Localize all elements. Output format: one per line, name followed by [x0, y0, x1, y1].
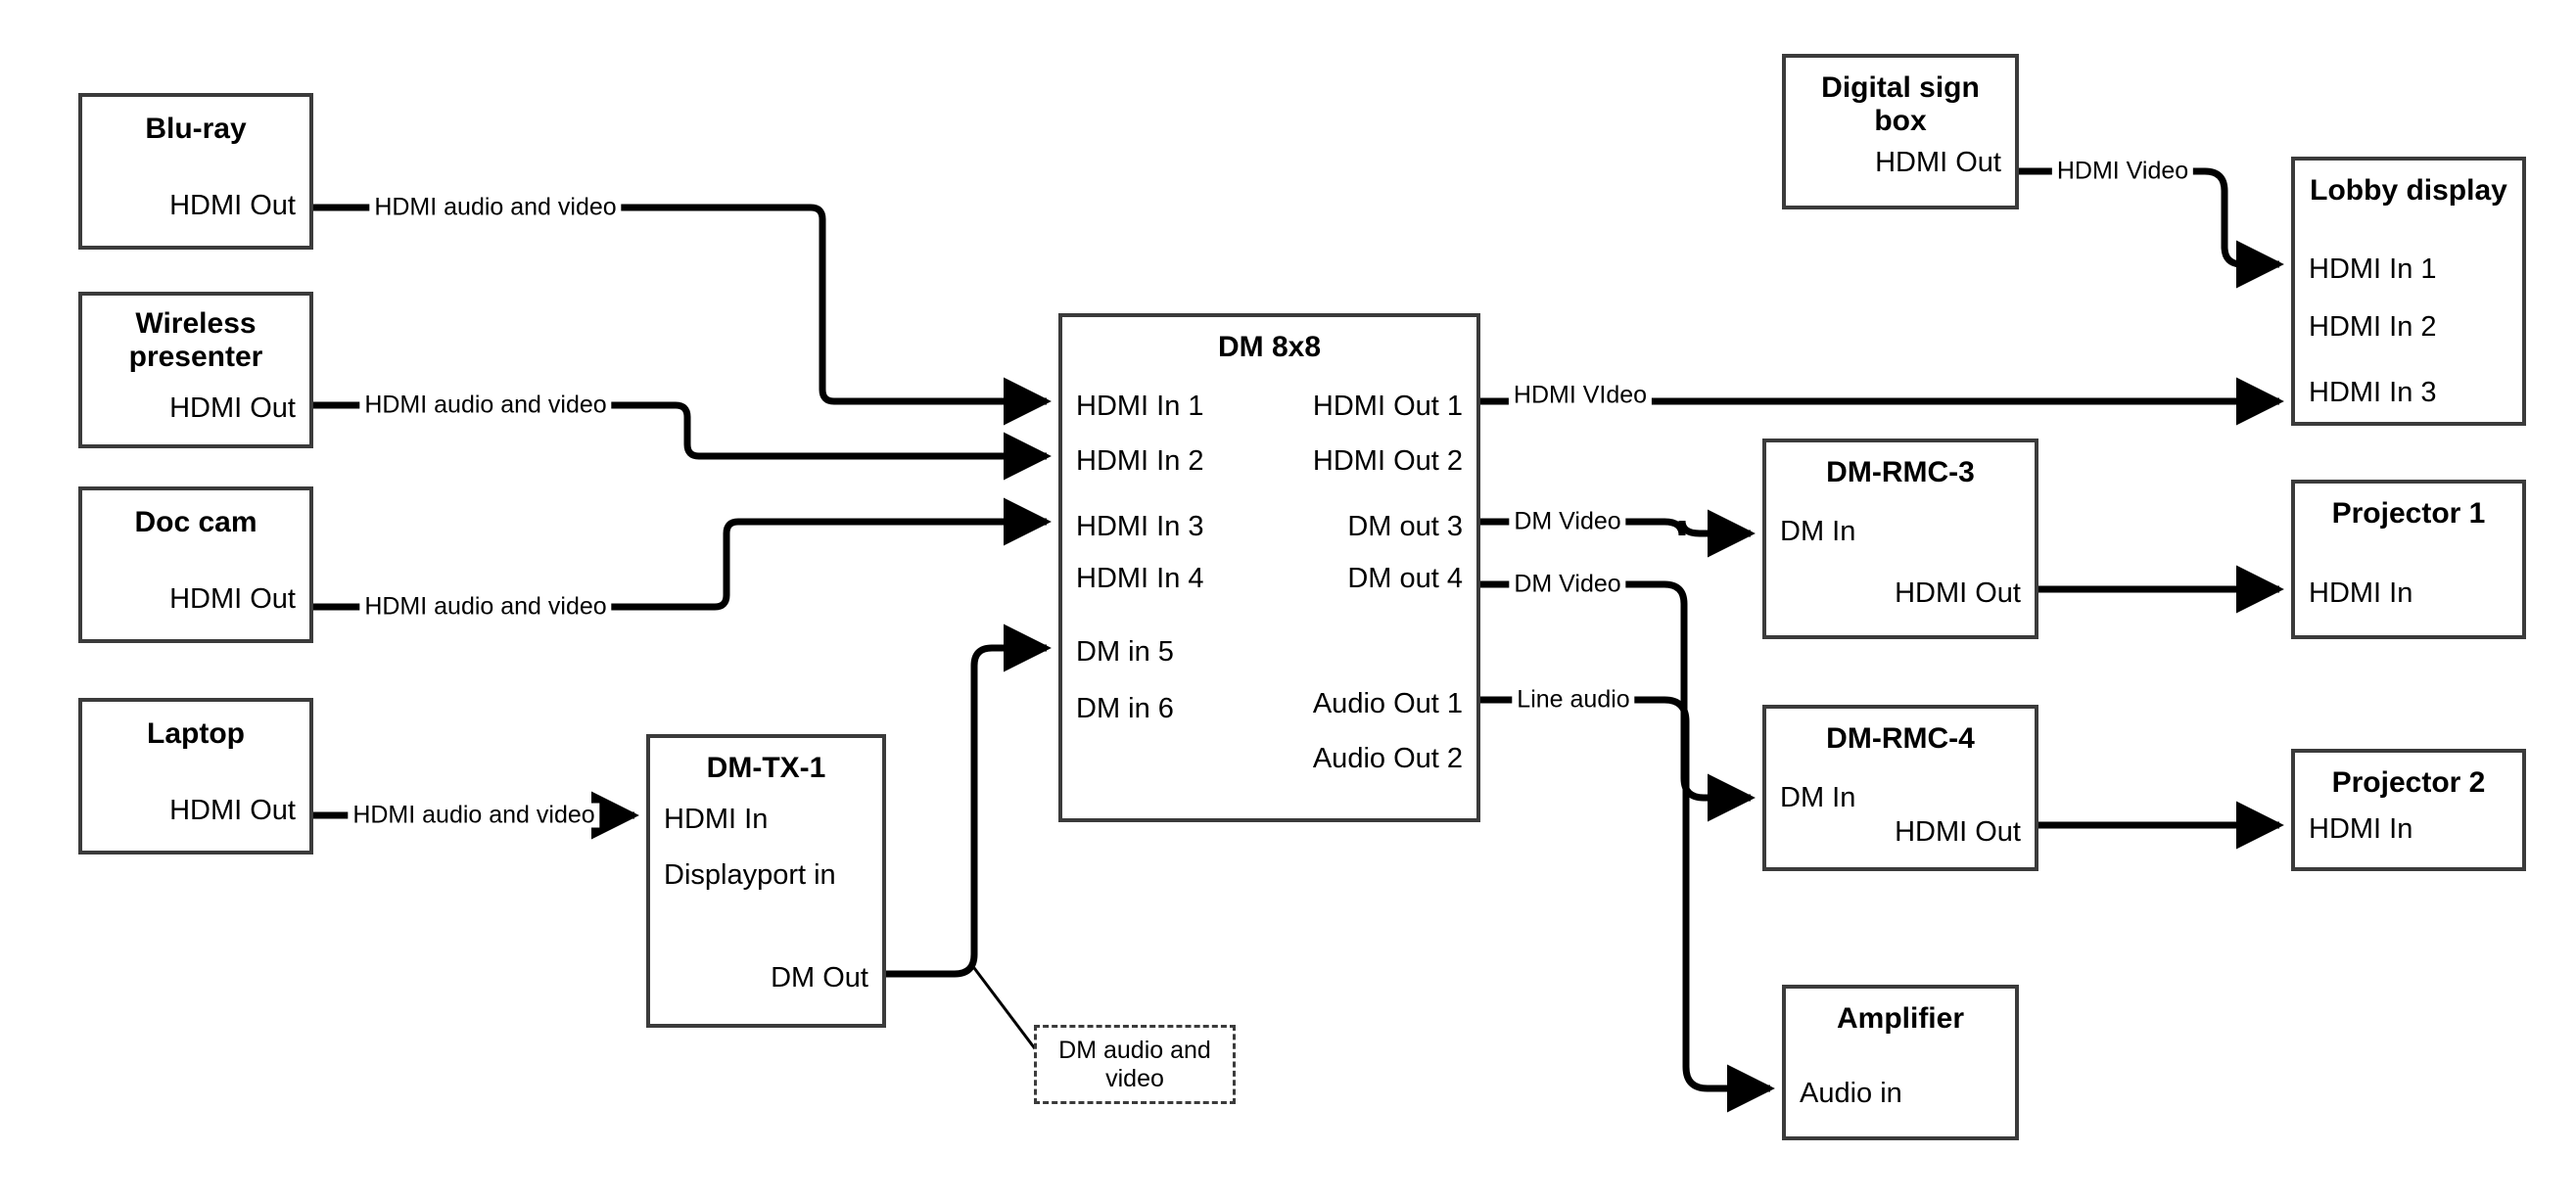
node-lobby-display-title: Lobby display	[2310, 174, 2507, 207]
node-dm-8x8[interactable]: DM 8x8 HDMI In 1 HDMI In 2 HDMI In 3 HDM…	[1058, 313, 1480, 822]
node-dm-8x8-input-hdmi-in-3: HDMI In 3	[1076, 511, 1204, 542]
node-dm-8x8-output-audio-out-2: Audio Out 2	[1312, 743, 1463, 774]
node-dm-tx-1-port-displayport-in: Displayport in	[664, 859, 836, 891]
node-lobby-display-port-hdmi-in-2: HDMI In 2	[2309, 311, 2437, 343]
node-dm-8x8-input-hdmi-in-1: HDMI In 1	[1076, 391, 1204, 422]
node-wireless-presenter-port-hdmi-out: HDMI Out	[169, 393, 296, 424]
node-dm-8x8-output-dm-out-4: DM out 4	[1347, 563, 1463, 594]
node-digital-sign-box[interactable]: Digital sign box HDMI Out	[1782, 54, 2019, 209]
node-lobby-display[interactable]: Lobby display HDMI In 1 HDMI In 2 HDMI I…	[2291, 157, 2526, 426]
wire-label-audio-out-1: Line audio	[1512, 687, 1635, 713]
node-wireless-presenter-title: Wireless presenter	[128, 307, 263, 373]
node-dm-8x8-output-hdmi-out-1: HDMI Out 1	[1312, 391, 1463, 422]
node-dm-rmc-3-title: DM-RMC-3	[1826, 456, 1975, 488]
node-dm-8x8-output-audio-out-1: Audio Out 1	[1312, 688, 1463, 719]
wire-label-bluray: HDMI audio and video	[369, 195, 622, 220]
node-amplifier-port-audio-in: Audio in	[1800, 1078, 1902, 1109]
wire-label-dm-out-4: DM Video	[1509, 572, 1626, 597]
note-dm-audio-and-video-text: DM audio and video	[1058, 1036, 1211, 1092]
node-laptop-port-hdmi-out: HDMI Out	[169, 795, 296, 826]
node-doc-cam[interactable]: Doc cam HDMI Out	[78, 486, 313, 643]
node-bluray-title: Blu-ray	[145, 113, 247, 145]
node-dm-rmc-4-port-dm-in: DM In	[1780, 782, 1856, 813]
node-projector-2-port-hdmi-in: HDMI In	[2309, 813, 2413, 845]
leader-line-dm-note	[969, 963, 1042, 1056]
node-doc-cam-title: Doc cam	[134, 506, 258, 538]
node-dm-rmc-4-title: DM-RMC-4	[1826, 722, 1975, 755]
node-dm-tx-1-title: DM-TX-1	[706, 752, 826, 784]
node-projector-1[interactable]: Projector 1 HDMI In	[2291, 480, 2526, 639]
node-dm-8x8-output-dm-out-3: DM out 3	[1347, 511, 1463, 542]
node-dm-tx-1-port-dm-out: DM Out	[771, 962, 868, 993]
note-dm-audio-and-video: DM audio and video	[1034, 1025, 1236, 1104]
wire-label-laptop: HDMI audio and video	[348, 803, 600, 828]
wire-bluray-to-dm-hdmi-in-1	[313, 204, 1052, 426]
node-dm-8x8-input-hdmi-in-2: HDMI In 2	[1076, 445, 1204, 477]
node-doc-cam-port-hdmi-out: HDMI Out	[169, 583, 296, 615]
node-dm-8x8-output-hdmi-out-2: HDMI Out 2	[1312, 445, 1463, 477]
node-digital-sign-box-title: Digital sign box	[1821, 71, 1980, 137]
node-dm-8x8-input-hdmi-in-4: HDMI In 4	[1076, 563, 1204, 594]
node-dm-rmc-4-port-hdmi-out: HDMI Out	[1895, 816, 2021, 848]
node-laptop[interactable]: Laptop HDMI Out	[78, 698, 313, 855]
node-projector-1-port-hdmi-in: HDMI In	[2309, 577, 2413, 609]
node-laptop-title: Laptop	[147, 717, 245, 750]
node-dm-rmc-3-port-dm-in: DM In	[1780, 516, 1856, 547]
node-lobby-display-port-hdmi-in-1: HDMI In 1	[2309, 254, 2437, 285]
node-dm-tx-1[interactable]: DM-TX-1 HDMI In Displayport in DM Out	[646, 734, 886, 1028]
wire-label-doccam: HDMI audio and video	[359, 594, 612, 620]
wire-label-dm-hdmi-out-1: HDMI VIdeo	[1508, 383, 1653, 408]
node-dm-8x8-title: DM 8x8	[1217, 331, 1322, 363]
wire-label-sign-lobby: HDMI Video	[2051, 159, 2194, 184]
wire-label-dm-out-3: DM Video	[1509, 509, 1626, 534]
node-wireless-presenter[interactable]: Wireless presenter HDMI Out	[78, 292, 313, 448]
node-dm-rmc-4[interactable]: DM-RMC-4 DM In HDMI Out	[1762, 705, 2038, 871]
node-lobby-display-port-hdmi-in-3: HDMI In 3	[2309, 377, 2437, 408]
node-dm-rmc-3-port-hdmi-out: HDMI Out	[1895, 577, 2021, 609]
wire-label-wireless: HDMI audio and video	[359, 393, 612, 418]
node-bluray-port-hdmi-out: HDMI Out	[169, 190, 296, 221]
wire-audio-out-1-to-amplifier	[1480, 696, 1775, 1113]
node-dm-tx-1-port-hdmi-in: HDMI In	[664, 804, 769, 835]
node-projector-2[interactable]: Projector 2 HDMI In	[2291, 749, 2526, 871]
node-dm-8x8-input-dm-in-5: DM in 5	[1076, 636, 1174, 668]
node-projector-1-title: Projector 1	[2331, 497, 2486, 530]
node-projector-2-title: Projector 2	[2331, 766, 2486, 799]
wire-dmtx1-to-dm-in-5	[886, 624, 1052, 978]
node-dm-8x8-input-dm-in-6: DM in 6	[1076, 693, 1174, 724]
node-digital-sign-box-port-hdmi-out: HDMI Out	[1875, 147, 2001, 178]
node-bluray[interactable]: Blu-ray HDMI Out	[78, 93, 313, 250]
node-amplifier[interactable]: Amplifier Audio in	[1782, 985, 2019, 1140]
wire-sign-to-lobby-hdmi-in-1	[2019, 167, 2284, 289]
node-amplifier-title: Amplifier	[1836, 1002, 1965, 1035]
node-dm-rmc-3[interactable]: DM-RMC-3 DM In HDMI Out	[1762, 439, 2038, 639]
